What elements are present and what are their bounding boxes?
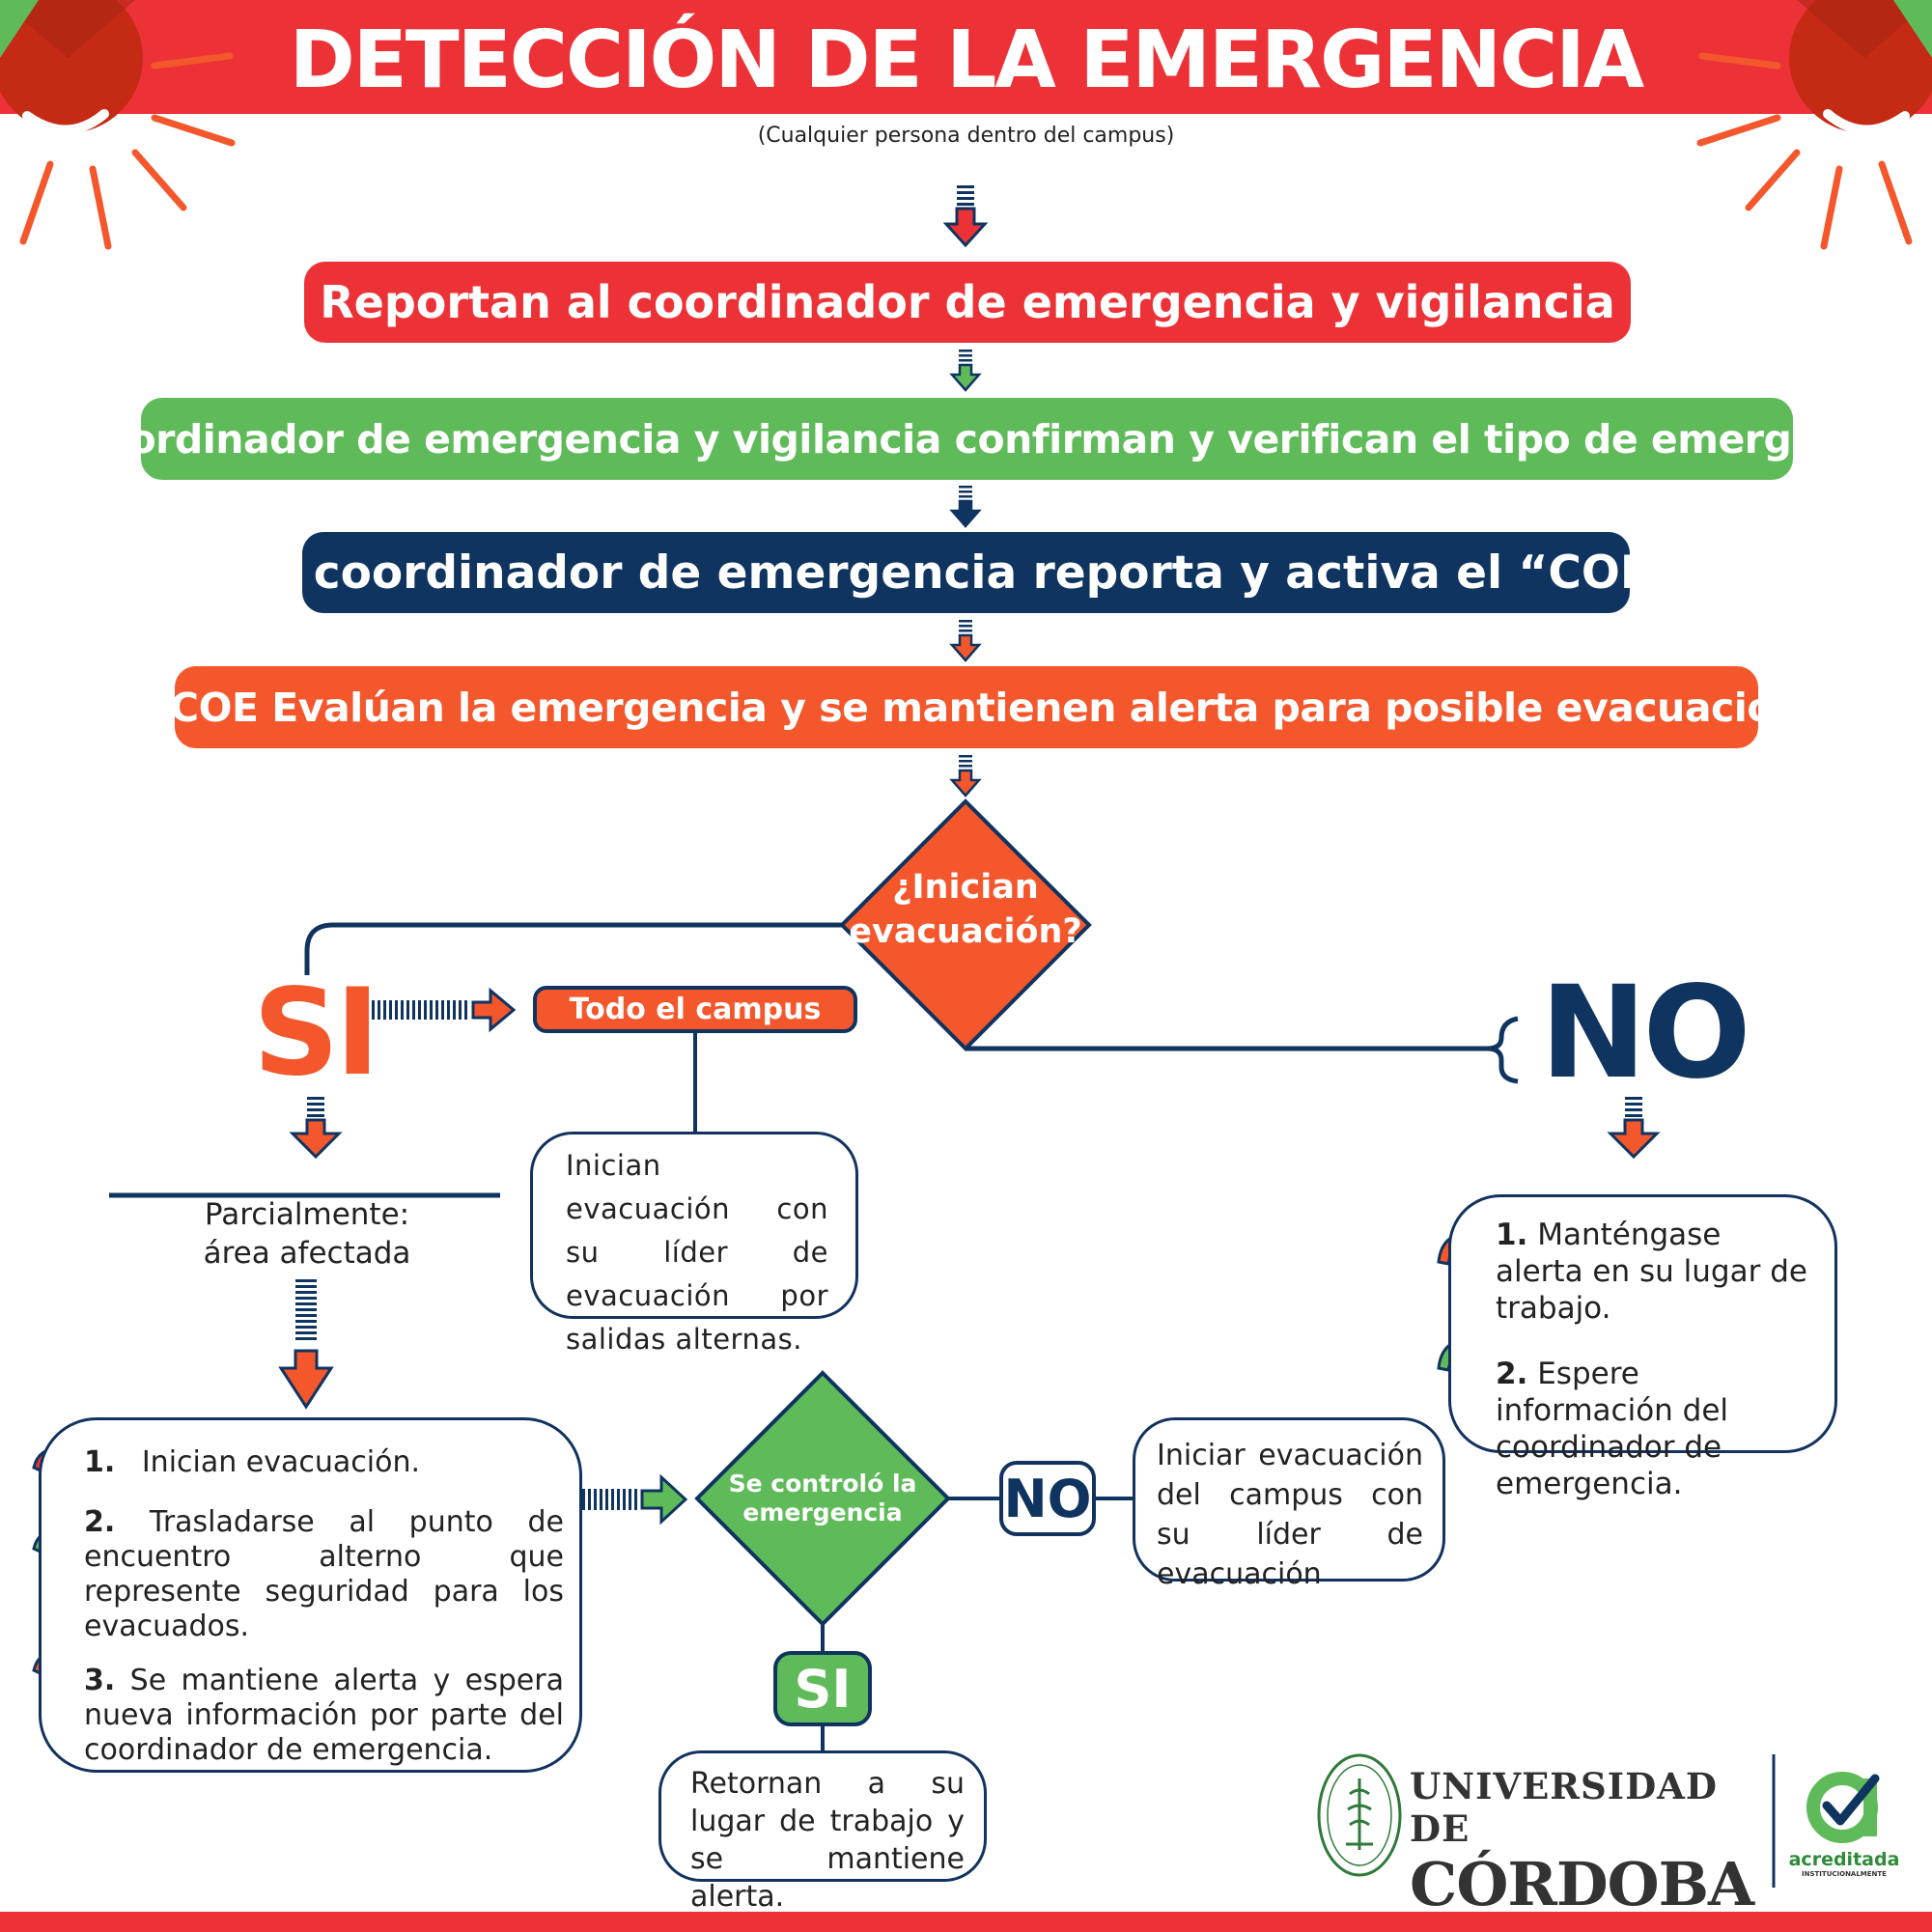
partial-steps-box: 1. Inician evacuación. 2. Trasladarse al… xyxy=(39,1417,582,1773)
siren-light-icon xyxy=(0,0,236,250)
partial-step-1: 1. Inician evacuación. xyxy=(84,1445,421,1479)
university-logo-text: UNIVERSIDAD DE CÓRDOBA xyxy=(1410,1765,1754,1919)
arrow-down-icon xyxy=(949,755,982,798)
arrow-down-icon xyxy=(942,185,989,248)
todo-campus-label: Todo el campus xyxy=(533,986,857,1033)
page-title: DETECCIÓN DE LA EMERGENCIA xyxy=(289,14,1645,106)
step-confirm: El coordinador de emergencia y vigilanci… xyxy=(26,398,1908,480)
yes-label: SI xyxy=(253,964,379,1103)
siren-light-icon xyxy=(1696,0,1932,250)
todo-campus-note: Inician evacuación con su líder de evacu… xyxy=(530,1132,858,1356)
controlled-no-note: Iniciar evacuación del campus con su líd… xyxy=(1133,1417,1445,1591)
arrow-right-icon xyxy=(582,1473,688,1526)
no-step-2: 2. Espere información del coordinador de… xyxy=(1496,1357,1729,1501)
arrow-down-icon xyxy=(289,1097,343,1160)
partial-step-3: 3. Se mantiene alerta y espera nueva inf… xyxy=(84,1664,564,1767)
arrow-down-icon xyxy=(278,1279,334,1410)
step-activate-coe: El coordinador de emergencia reporta y a… xyxy=(251,532,1681,613)
partial-label: Parcialmente: área afectada xyxy=(203,1197,411,1271)
no-step-1: 1. Manténgase alerta en su lugar de trab… xyxy=(1496,1218,1807,1326)
step-evaluate: El COE Evalúan la emergencia y se mantie… xyxy=(117,666,1816,748)
partial-step-2: 2. Trasladarse al punto de encuentro alt… xyxy=(84,1505,564,1643)
arrow-down-icon xyxy=(949,620,982,662)
controlled-no-label: NO xyxy=(999,1461,1096,1536)
arrow-right-icon xyxy=(372,987,517,1033)
university-seal-icon xyxy=(1317,1753,1402,1877)
decision-controlled-question: Se controló la emergencia xyxy=(728,1470,917,1526)
no-steps-box: 1. Manténgase alerta en su lugar de trab… xyxy=(1448,1194,1837,1501)
no-label: NO xyxy=(1540,959,1751,1107)
page-subtitle: (Cualquier persona dentro del campus) xyxy=(757,124,1175,148)
controlled-yes-label: SI xyxy=(773,1651,872,1726)
check-icon xyxy=(1806,1772,1880,1843)
controlled-yes-note: Retornan a su lugar de trabajo y se mant… xyxy=(658,1750,987,1914)
arrow-down-icon xyxy=(1607,1097,1661,1160)
title-banner xyxy=(0,0,1932,114)
arrow-down-icon xyxy=(949,350,982,392)
brace xyxy=(1486,1016,1519,1084)
accreditation-logo-text: acreditada INSTITUCIONALMENTE xyxy=(1788,1849,1900,1878)
decision-evacuate-question: ¿Inician evacuación? xyxy=(849,868,1082,951)
arrow-down-icon xyxy=(949,486,982,528)
step-report: Reportan al coordinador de emergencia y … xyxy=(304,262,1631,343)
footer-bar xyxy=(0,1912,1932,1932)
